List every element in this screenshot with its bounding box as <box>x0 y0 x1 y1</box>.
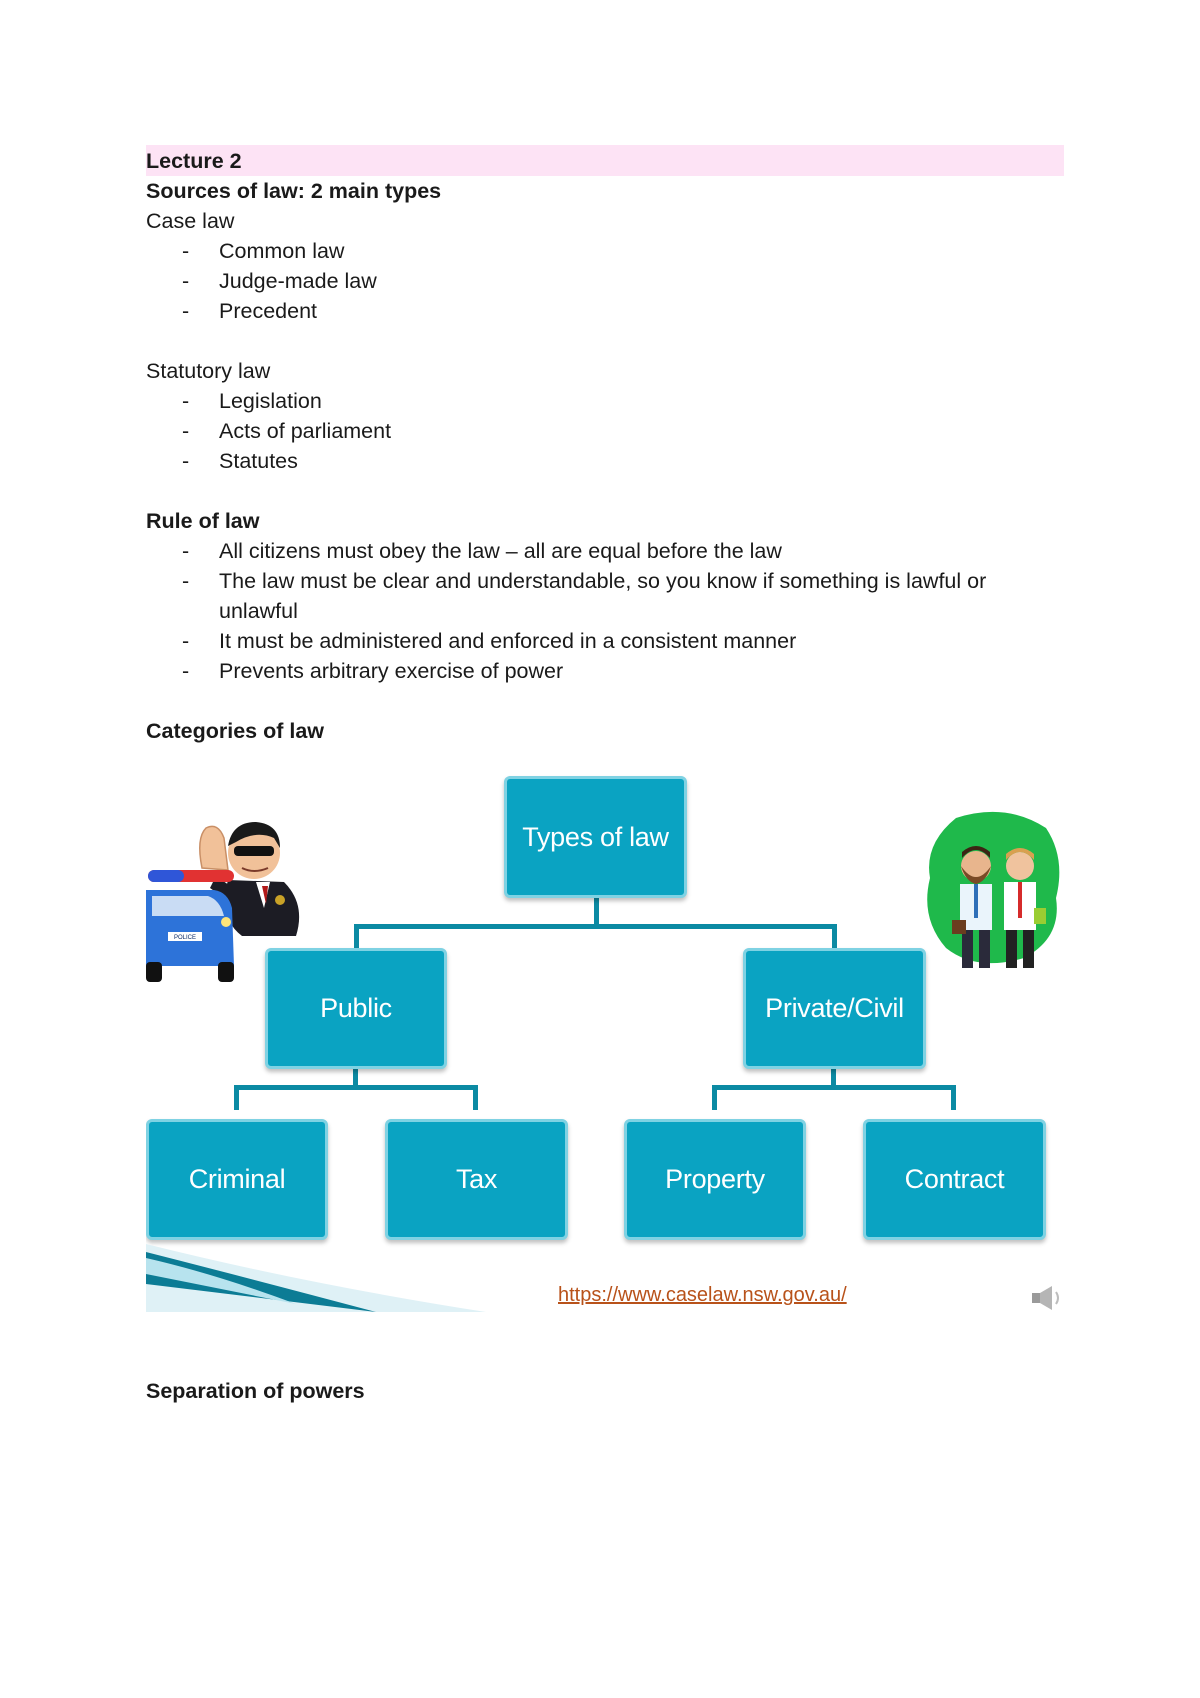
business-people-illustration <box>927 811 1060 968</box>
property-node: Property <box>624 1119 806 1240</box>
bullet-dash: - <box>182 629 190 653</box>
bullet-dash: - <box>182 569 190 593</box>
rule-of-law-heading: Rule of law <box>146 509 260 533</box>
public-node: Public <box>265 948 447 1069</box>
case-law-label: Case law <box>146 209 235 233</box>
list-item-text: Precedent <box>219 299 318 323</box>
connector <box>951 1085 956 1110</box>
list-item-text: Judge-made law <box>219 269 377 293</box>
lecture-title: Lecture 2 <box>146 149 242 173</box>
list-item-text: It must be administered and enforced in … <box>219 629 797 653</box>
private-civil-node: Private/Civil <box>743 948 926 1069</box>
statutory-law-label: Statutory law <box>146 359 271 383</box>
list-item-text: Prevents arbitrary exercise of power <box>219 659 564 683</box>
tax-node: Tax <box>385 1119 568 1240</box>
title-highlight <box>146 145 1064 176</box>
bullet-dash: - <box>182 389 190 413</box>
bullet-dash: - <box>182 659 190 683</box>
connector <box>354 924 359 950</box>
connector <box>594 896 599 929</box>
categories-heading: Categories of law <box>146 719 325 743</box>
bullet-dash: - <box>182 269 190 293</box>
list-item-text: The law must be clear and understandable… <box>219 569 987 623</box>
list-item-text: Legislation <box>219 389 322 413</box>
bullet-dash: - <box>182 419 190 443</box>
types-of-law-diagram: Types of law Public Private/Civil Crimin… <box>146 772 1064 1312</box>
bullet-dash: - <box>182 539 190 563</box>
connector <box>832 924 837 950</box>
bullet-dash: - <box>182 299 190 323</box>
connector <box>353 1067 358 1089</box>
sources-heading: Sources of law: 2 main types <box>146 179 442 203</box>
list-item-text: Common law <box>219 239 345 263</box>
bullet-dash: - <box>182 239 190 263</box>
slide-footer-swoosh <box>146 1244 486 1312</box>
connector <box>234 1085 478 1090</box>
list-item-text: Acts of parliament <box>219 419 392 443</box>
connector <box>712 1085 956 1090</box>
bullet-dash: - <box>182 449 190 473</box>
connector <box>831 1067 836 1089</box>
connector <box>712 1085 717 1110</box>
connector <box>354 924 837 929</box>
root-node: Types of law <box>504 776 687 898</box>
speaker-icon[interactable] <box>1030 1284 1064 1312</box>
list-item-text: Statutes <box>219 449 298 473</box>
list-item-text: All citizens must obey the law – all are… <box>219 539 782 563</box>
criminal-node: Criminal <box>146 1119 328 1240</box>
connector <box>473 1085 478 1110</box>
caselaw-link[interactable]: https://www.caselaw.nsw.gov.au/ <box>558 1284 847 1306</box>
connector <box>234 1085 239 1110</box>
contract-node: Contract <box>863 1119 1046 1240</box>
separation-heading: Separation of powers <box>146 1379 365 1403</box>
police-label: POLICE <box>174 935 196 941</box>
police-illustration: POLICE <box>146 822 300 982</box>
